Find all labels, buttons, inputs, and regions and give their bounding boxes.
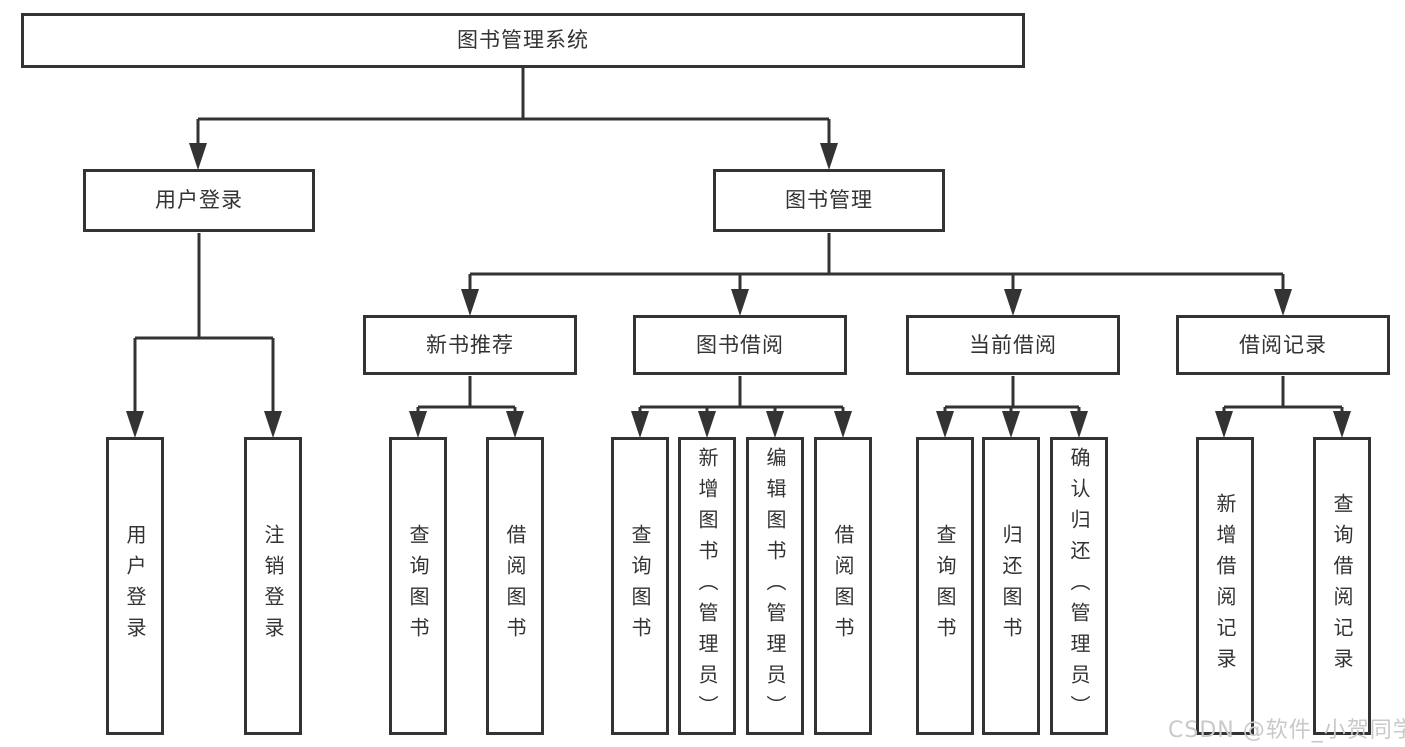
node-label: 用户登录 (155, 188, 243, 212)
node-label: 查询图书 (406, 524, 430, 648)
node-label: 图书管理 (785, 188, 873, 212)
node-root-library-system: 图书管理系统 (21, 13, 1025, 68)
node-label: 图书借阅 (696, 332, 784, 357)
node-current-borrowing: 当前借阅 (906, 315, 1120, 375)
leaf-edit-books-admin: 编辑图书（管理员） (746, 437, 804, 735)
node-new-book-recommendation: 新书推荐 (363, 315, 577, 375)
node-label: 借阅图书 (831, 524, 855, 648)
node-book-borrowing: 图书借阅 (633, 315, 847, 375)
node-label: 归还图书 (999, 524, 1023, 648)
leaf-borrow-books-recommend: 借阅图书 (486, 437, 544, 735)
leaf-logout: 注销登录 (244, 437, 302, 735)
node-label: 新增借阅记录 (1213, 493, 1237, 679)
watermark: CSDN @软件_小贺同学 (1168, 718, 1405, 743)
node-borrowing-records: 借阅记录 (1176, 315, 1390, 375)
leaf-user-login: 用户登录 (106, 437, 164, 735)
leaf-return-books: 归还图书 (982, 437, 1040, 735)
node-label: 新书推荐 (426, 332, 514, 357)
leaf-query-books-current: 查询图书 (916, 437, 974, 735)
node-label: 注销登录 (261, 524, 285, 648)
node-label: 确认归还（管理员） (1067, 446, 1091, 726)
node-label: 查询图书 (933, 524, 957, 648)
arrowhead-icons (126, 143, 1351, 438)
node-label: 查询图书 (628, 524, 652, 648)
node-label: 当前借阅 (969, 332, 1057, 357)
leaf-query-borrow-record: 查询借阅记录 (1313, 437, 1371, 735)
node-label: 图书管理系统 (457, 28, 589, 52)
leaf-add-books-admin: 新增图书（管理员） (678, 437, 736, 735)
node-label: 借阅图书 (503, 524, 527, 648)
leaf-query-books-borrow: 查询图书 (611, 437, 669, 735)
leaf-add-borrow-record: 新增借阅记录 (1196, 437, 1254, 735)
leaf-borrow-books: 借阅图书 (814, 437, 872, 735)
node-label: 查询借阅记录 (1330, 493, 1354, 679)
leaf-query-books-recommend: 查询图书 (389, 437, 447, 735)
node-label: 用户登录 (123, 524, 147, 648)
node-label: 新增图书（管理员） (695, 446, 719, 726)
node-user-login: 用户登录 (83, 169, 315, 232)
node-label: 编辑图书（管理员） (763, 446, 787, 726)
leaf-confirm-return-admin: 确认归还（管理员） (1050, 437, 1108, 735)
node-label: 借阅记录 (1239, 332, 1327, 357)
node-book-management: 图书管理 (713, 169, 945, 232)
